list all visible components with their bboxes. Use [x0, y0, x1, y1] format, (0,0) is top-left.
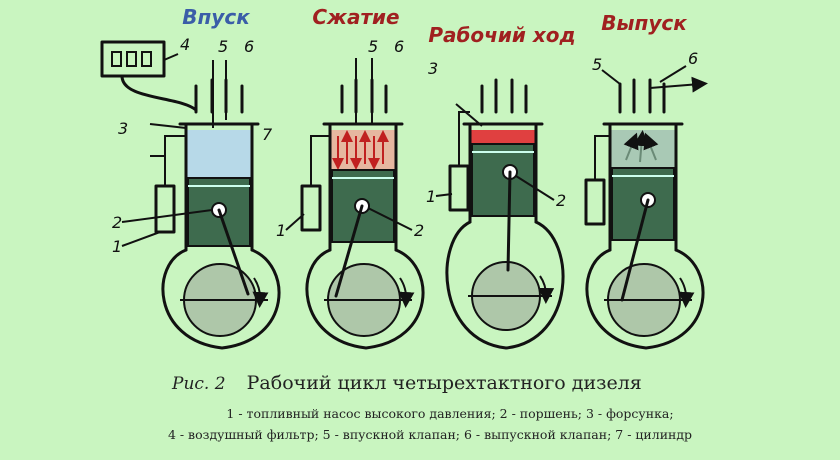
- connecting-rod: [334, 204, 364, 298]
- combustion-chamber: [470, 130, 536, 144]
- exhaust-flow-arrow: [649, 76, 708, 93]
- label-1: 1: [426, 187, 436, 206]
- fuel-pump: [584, 178, 606, 226]
- label-3: 3: [428, 59, 438, 78]
- connecting-rod: [506, 170, 512, 272]
- label-6: 6: [688, 49, 698, 68]
- rotation-arrow: [538, 275, 555, 304]
- valve-ports: [480, 78, 528, 114]
- legend-line-1: 1 - топливный насос высокого давления; 2…: [226, 406, 674, 421]
- label-5: 5: [218, 37, 228, 56]
- engine-exhaust: 5 6: [584, 49, 708, 350]
- fuel-pump: [300, 184, 322, 232]
- title-power-stroke: Рабочий ход: [428, 23, 575, 47]
- rotation-arrow: [678, 277, 695, 308]
- label-5: 5: [368, 37, 378, 56]
- label-5: 5: [592, 55, 602, 74]
- cylinder-walls: [178, 122, 260, 252]
- connecting-rod: [217, 208, 250, 296]
- intake-duct: [120, 74, 198, 112]
- label-6: 6: [244, 37, 254, 56]
- fuel-line: [150, 135, 186, 186]
- rotation-arrow: [252, 277, 269, 308]
- label-2: 2: [414, 221, 424, 240]
- fuel-line: [594, 135, 610, 180]
- cylinder-walls: [322, 122, 404, 252]
- cylinder-walls: [462, 122, 544, 224]
- fuel-pump: [154, 184, 176, 234]
- title-compression: Сжатие: [312, 5, 399, 29]
- fuel-line: [310, 135, 330, 186]
- filter-cell: [126, 51, 137, 67]
- injector: [149, 123, 187, 129]
- figure-title: Рабочий цикл четырехтактного дизеля: [246, 372, 642, 394]
- cylinder-walls: [602, 122, 684, 252]
- valve-ports: [340, 78, 388, 114]
- label-3: 3: [118, 119, 128, 138]
- label-4: 4: [180, 35, 190, 54]
- crankcase: [161, 248, 281, 350]
- label-1: 1: [276, 221, 286, 240]
- title-intake: Впуск: [182, 5, 250, 29]
- piston: [471, 143, 535, 217]
- fuel-line: [458, 111, 470, 166]
- label-7: 7: [262, 125, 273, 144]
- figure-number: Рис. 2: [172, 374, 226, 394]
- figure-caption: Рис. 2 Рабочий цикл четырехтактного дизе…: [172, 372, 642, 394]
- fuel-pump: [448, 164, 470, 212]
- engine-intake: 4 5 6 7 3 2 1: [100, 35, 281, 350]
- injector: [455, 103, 483, 127]
- connecting-rod: [620, 198, 650, 302]
- cylinder-air-charge: [186, 130, 252, 178]
- valve-ports: [194, 78, 244, 114]
- label-2: 2: [556, 191, 566, 210]
- label-2: 2: [112, 213, 122, 232]
- filter-cell: [111, 51, 122, 67]
- rotation-arrow: [398, 277, 415, 308]
- filter-cell: [141, 51, 152, 67]
- engine-compression: 5 6 1 2: [276, 37, 425, 350]
- crankcase: [585, 248, 705, 350]
- title-exhaust: Выпуск: [601, 11, 687, 35]
- cylinder-compressed-air: [330, 130, 396, 170]
- crankcase: [445, 220, 565, 350]
- valve-ports: [618, 78, 666, 114]
- label-1: 1: [112, 237, 122, 256]
- label-6: 6: [394, 37, 404, 56]
- legend-line-2: 4 - воздушный фильтр; 5 - впускной клапа…: [167, 427, 693, 442]
- crankcase: [305, 248, 425, 350]
- cylinder-exhaust-gas: [610, 130, 676, 168]
- engine-power: 3 1 2: [426, 59, 566, 350]
- diesel-cycle-diagram: Впуск Сжатие Рабочий ход Выпуск 4: [100, 5, 708, 350]
